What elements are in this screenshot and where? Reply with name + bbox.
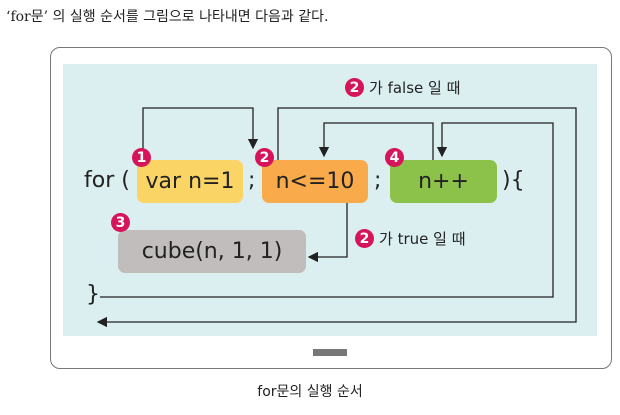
monitor-stand-bar [313,349,347,356]
close-brace: } [86,282,100,307]
arrow-body-to-incr [100,122,554,298]
semicolon-2: ; [374,168,382,193]
arrow-incr-to-cond [318,122,434,160]
body-box: cube(n, 1, 1) [118,230,306,273]
figure-caption: for문의 실행 순서 [257,384,363,400]
arrow-init-to-cond [142,107,259,160]
for-keyword: for ( [84,168,130,193]
step-badge-2: 2 [255,148,274,167]
increment-box: n++ [390,160,497,203]
init-box: var n=1 [137,160,243,203]
condition-box: n<=10 [262,160,368,203]
step-badge-2: 2 [355,229,374,248]
false-label: 2 가 false 일 때 [345,77,460,98]
step-badge-4: 4 [385,148,404,167]
step-badge-2: 2 [345,78,364,97]
semicolon-1: ; [248,168,256,193]
intro-text: ‘for문’ 의 실행 순서를 그림으로 나타내면 다음과 같다. [6,9,329,25]
open-brace: ){ [502,168,525,193]
true-label-text: 가 true 일 때 [379,230,466,248]
step-badge-3: 3 [111,213,130,232]
step-badge-1: 1 [132,148,151,167]
false-label-text: 가 false 일 때 [369,79,461,97]
arrow-cond-to-body [307,203,348,263]
arrow-false-exit [96,107,577,328]
true-label: 2 가 true 일 때 [355,228,466,249]
